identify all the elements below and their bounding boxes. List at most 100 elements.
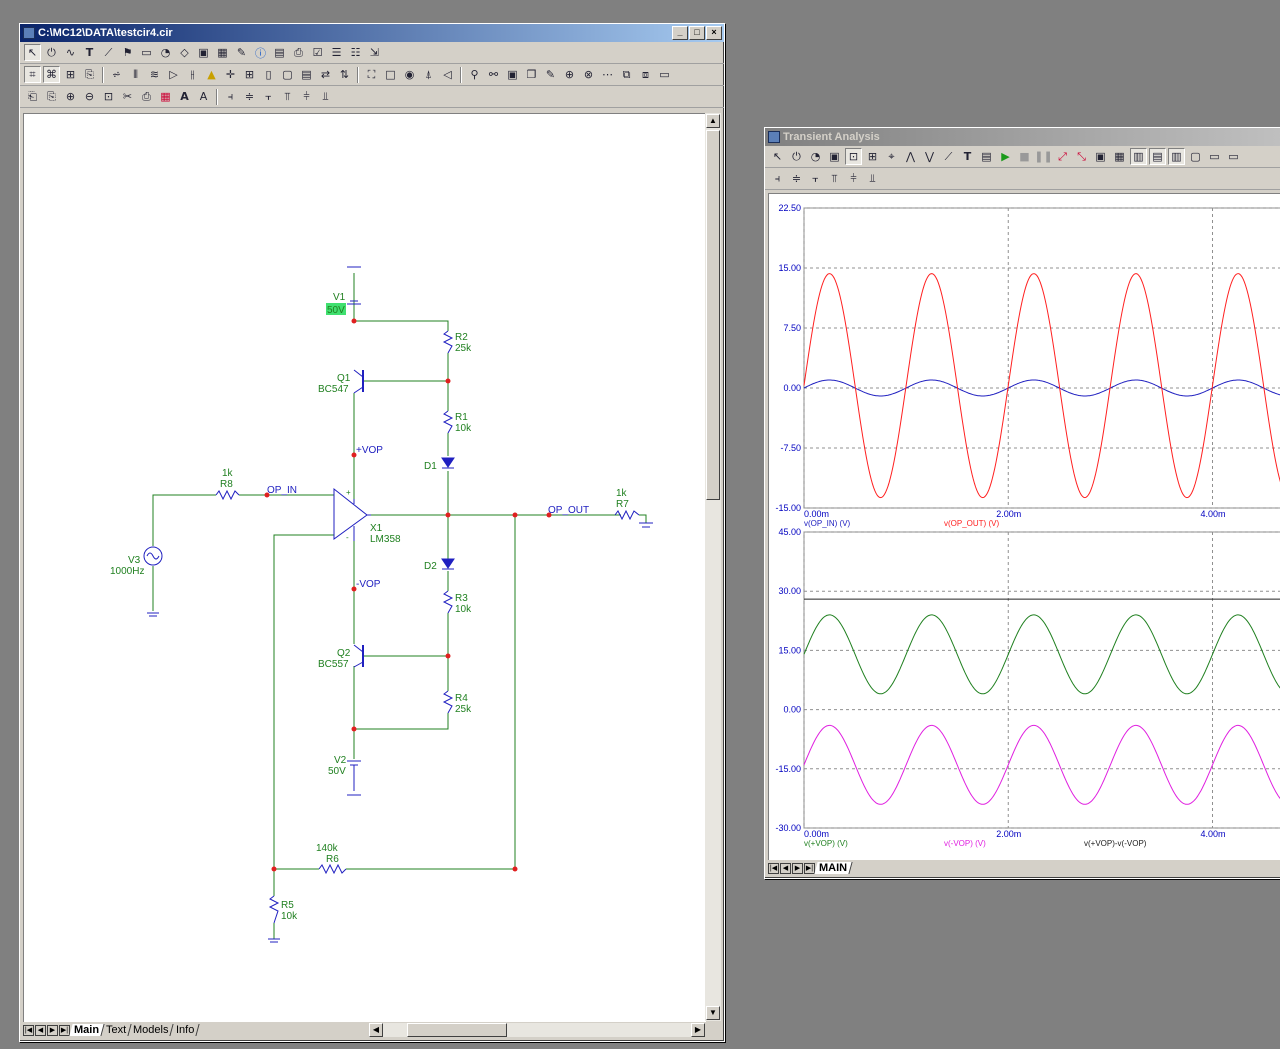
grid-list-icon[interactable]: ☷ (350, 46, 361, 59)
table-icon[interactable]: ▦ (217, 46, 228, 59)
component-icon[interactable]: ▭ (141, 46, 152, 59)
d2-symbol[interactable] (441, 558, 455, 569)
binoculars-icon[interactable]: ⚯ (488, 68, 499, 81)
minimize-button[interactable]: _ (672, 26, 688, 40)
scroll-left-button[interactable]: ◀ (369, 1023, 383, 1037)
text-tool-icon[interactable]: T (85, 46, 94, 59)
slope-icon[interactable]: ⟋ (944, 149, 953, 163)
find-icon[interactable]: ⚲ (470, 68, 479, 81)
hscroll-thumb[interactable] (407, 1023, 507, 1037)
power-icon[interactable]: ⏻ (792, 149, 801, 163)
prev-page-button[interactable]: ◀ (35, 1024, 46, 1036)
align-right-icon[interactable]: ⫟ (812, 171, 819, 185)
group-icon[interactable]: ⛶ (367, 67, 376, 81)
analysis-titlebar[interactable]: Transient Analysis (765, 128, 1280, 146)
align-middle-icon[interactable]: ⫩ (303, 89, 310, 103)
select-mode-icon[interactable]: ↖ (24, 44, 41, 61)
pin-names-icon[interactable]: ⌘ (43, 66, 60, 83)
tile-h-icon[interactable]: ▥ (1130, 148, 1147, 165)
list-icon[interactable]: ☰ (331, 46, 342, 59)
font-size-icon[interactable]: A (199, 90, 208, 103)
tab-main-plot[interactable]: MAIN (814, 862, 853, 874)
align-top-icon[interactable]: ⫪ (831, 171, 838, 185)
cascade-icon[interactable]: ⧈ (642, 67, 649, 81)
schematic-titlebar[interactable]: C:\MC12\DATA\testcir4.cir _ □ × (20, 24, 724, 42)
select-icon[interactable]: ↖ (772, 150, 783, 163)
step-icon[interactable]: □ (385, 68, 396, 81)
cancel-icon[interactable]: ⊗ (583, 68, 594, 81)
info-icon[interactable]: ⓘ (255, 46, 266, 60)
inductor-icon[interactable]: ≋ (149, 68, 160, 81)
r8-symbol[interactable] (215, 489, 240, 501)
note-icon[interactable]: ▤ (301, 68, 312, 81)
scroll-thumb[interactable] (706, 130, 720, 500)
r4-symbol[interactable] (442, 690, 454, 714)
diode-icon[interactable]: ▷ (169, 68, 178, 81)
x1-opamp-symbol[interactable] (333, 487, 368, 540)
r6-symbol[interactable] (318, 863, 347, 875)
limits-icon[interactable]: ▣ (1095, 150, 1106, 163)
more-icon[interactable]: ⋯ (602, 68, 613, 81)
v3-source-symbol[interactable] (143, 546, 163, 566)
window-icon[interactable]: ▢ (1190, 150, 1201, 163)
r5-symbol[interactable] (268, 895, 280, 924)
plot-icon[interactable]: ⤢ (1058, 149, 1067, 163)
text-icon[interactable]: T (963, 150, 972, 163)
line-tool-icon[interactable]: ⟋ (104, 45, 113, 59)
tile-v-icon[interactable]: ▤ (1149, 148, 1166, 165)
pause-icon[interactable]: ❚❚ (1034, 150, 1053, 163)
align-left-icon[interactable]: ⫞ (227, 89, 234, 103)
tile-icon[interactable]: ⧉ (622, 67, 631, 81)
edit-icon[interactable]: ✎ (545, 68, 556, 81)
zoom-out-icon[interactable]: ⊖ (84, 90, 95, 103)
cascade-icon[interactable]: ▥ (1168, 148, 1185, 165)
close-button[interactable]: × (706, 26, 722, 40)
shape-icon[interactable]: ◇ (180, 46, 189, 59)
r2-symbol[interactable] (442, 330, 454, 354)
cut-icon[interactable]: ✂ (122, 90, 133, 103)
d1-symbol[interactable] (441, 457, 455, 468)
scroll-down-button[interactable]: ▼ (706, 1006, 720, 1020)
add-icon[interactable]: ⊕ (564, 68, 575, 81)
scale-icon[interactable]: ⊡ (845, 148, 862, 165)
schematic-vscrollbar[interactable]: ▲ ▼ (705, 113, 721, 1021)
back-icon[interactable]: ◁ (443, 68, 452, 81)
align-right-icon[interactable]: ⫟ (265, 89, 272, 103)
first-page-button[interactable]: |◀ (23, 1024, 34, 1036)
checkbox-icon[interactable]: ☑ (312, 46, 323, 59)
prev-page-button[interactable]: ◀ (780, 862, 791, 874)
cursor-icon[interactable]: ⌖ (888, 149, 895, 163)
page-icon[interactable]: ▯ (265, 68, 272, 81)
peak-icon[interactable]: ⋀ (905, 150, 916, 163)
hscrollbar[interactable]: ◀ ▶ (369, 1023, 705, 1037)
stop-icon[interactable]: ■ (1019, 150, 1030, 163)
probe-icon[interactable]: ◔ (810, 150, 821, 163)
ground-icon[interactable]: ▲ (207, 68, 216, 81)
grid-icon[interactable]: ▦ (1114, 150, 1125, 163)
align-left-icon[interactable]: ⫞ (774, 171, 781, 185)
window-icon[interactable]: ❐ (526, 68, 537, 81)
macro-icon[interactable]: ▣ (507, 68, 518, 81)
last-page-button[interactable]: ▶| (804, 862, 815, 874)
delete-page-icon[interactable]: ⎘ (47, 89, 56, 103)
paste-icon[interactable]: ⎙ (142, 89, 151, 103)
scroll-right-button[interactable]: ▶ (691, 1023, 705, 1037)
r7-symbol[interactable] (614, 509, 640, 521)
grid-icon[interactable]: ⊞ (244, 68, 255, 81)
schematic-canvas[interactable]: V1 50V R2 25k Q1 BC547 R1 10k +VOP D1 1k… (23, 113, 706, 1023)
probe-icon[interactable]: ◔ (160, 46, 171, 59)
picture-icon[interactable]: ▣ (198, 46, 209, 59)
tab-main[interactable]: Main (69, 1024, 105, 1036)
close-doc-icon[interactable]: ▭ (659, 68, 670, 81)
power-icon[interactable]: ⏻ (47, 45, 56, 59)
attributes-icon[interactable]: ⊞ (65, 68, 76, 81)
valley-icon[interactable]: ⋁ (924, 150, 935, 163)
align-center-icon[interactable]: ≑ (791, 172, 802, 185)
crosshair-icon[interactable]: ✛ (225, 68, 236, 81)
next-page-button[interactable]: ▶ (47, 1024, 58, 1036)
copy-icon[interactable]: ⎘ (85, 67, 94, 81)
capacitor-icon[interactable]: ⫴ (133, 67, 138, 81)
properties-icon[interactable]: ▤ (981, 150, 992, 163)
wire-icon[interactable]: ∿ (65, 46, 76, 59)
